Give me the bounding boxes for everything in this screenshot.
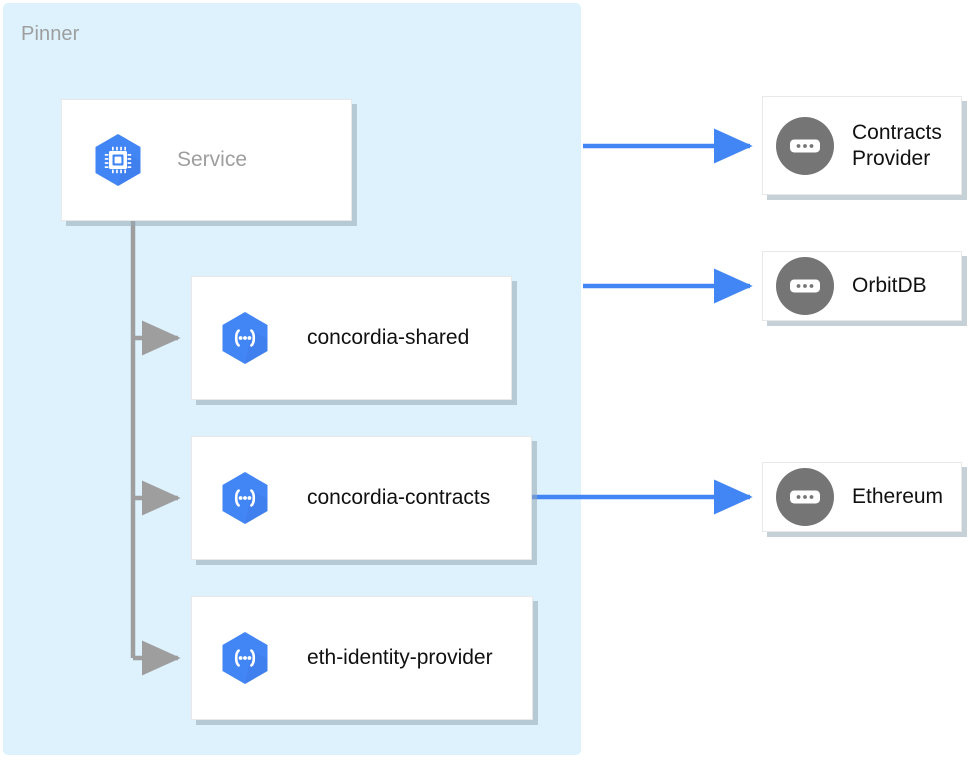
node-contracts-provider[interactable]: Contracts Provider (762, 96, 962, 195)
node-eth-identity-provider-label: eth-identity-provider (307, 646, 493, 670)
node-orbitdb[interactable]: OrbitDB (762, 251, 962, 321)
circle-ellipsis-icon (774, 115, 836, 177)
node-contracts-provider-label-line2: Provider (852, 146, 931, 170)
node-eth-identity-provider[interactable]: eth-identity-provider (191, 596, 533, 720)
node-concordia-shared[interactable]: concordia-shared (191, 276, 512, 400)
node-orbitdb-label: OrbitDB (852, 274, 927, 298)
hexagon-cpu-icon (89, 131, 147, 189)
circle-ellipsis-icon (774, 255, 836, 317)
node-ethereum[interactable]: Ethereum (762, 462, 962, 532)
node-service[interactable]: Service (61, 99, 352, 221)
hexagon-module-icon (216, 469, 274, 527)
node-ethereum-label: Ethereum (852, 485, 944, 509)
hexagon-module-icon (216, 309, 274, 367)
node-service-label: Service (177, 148, 248, 172)
circle-ellipsis-icon (774, 466, 836, 528)
node-concordia-shared-label: concordia-shared (307, 326, 470, 350)
hexagon-module-icon (216, 629, 274, 687)
node-contracts-provider-label-line1: Contracts (852, 120, 942, 144)
node-concordia-contracts-label: concordia-contracts (307, 486, 491, 510)
group-label: Pinner (21, 23, 80, 45)
node-concordia-contracts[interactable]: concordia-contracts (191, 436, 532, 560)
